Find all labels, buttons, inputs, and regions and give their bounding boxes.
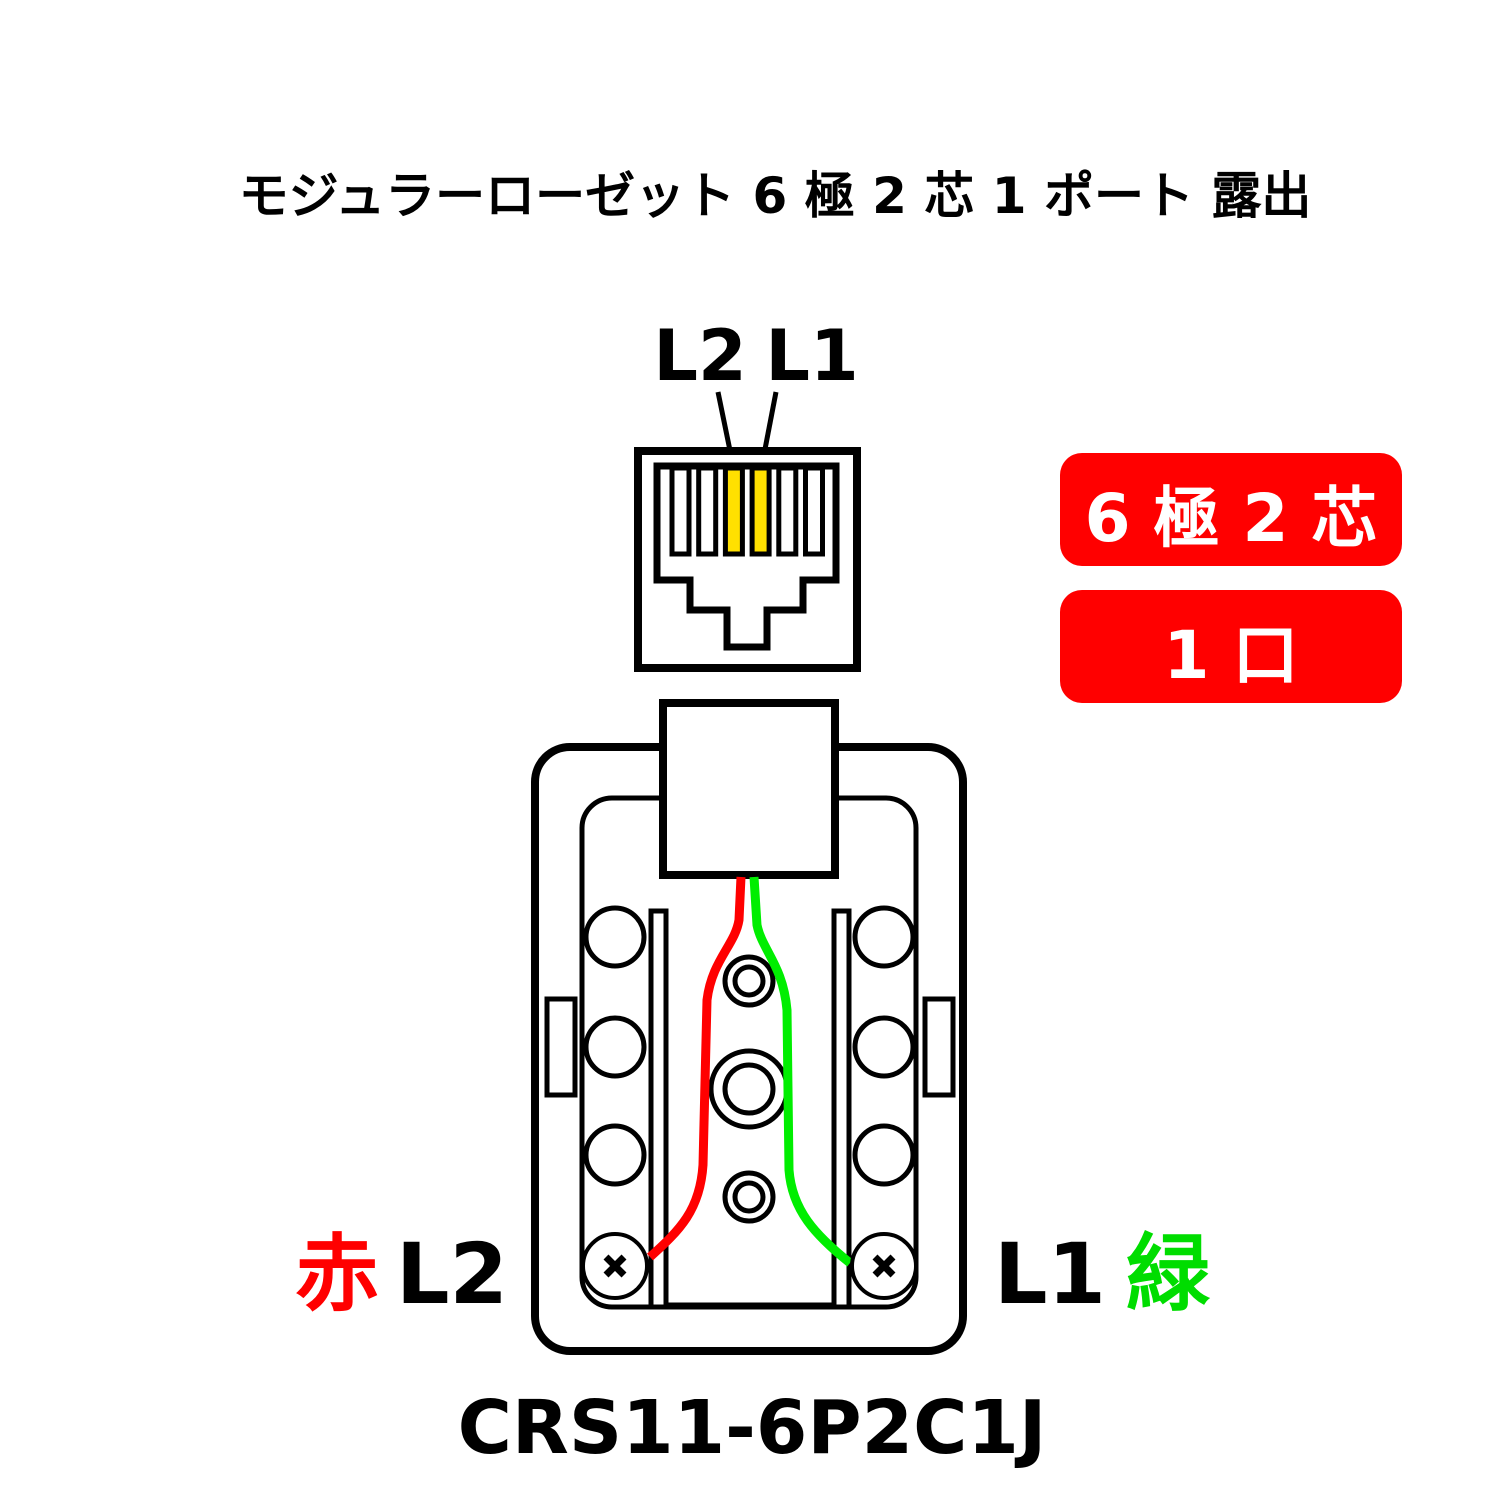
- page-title: モジュラーローゼット 6 極 2 芯 1 ポート 露出: [239, 167, 1312, 225]
- modular-jack-icon: [634, 447, 861, 672]
- wire-green-l1: [749, 876, 853, 1267]
- rosette-body-icon: [531, 699, 967, 1355]
- jack-pin-active: [722, 465, 745, 557]
- badge-label: 1 口: [1164, 617, 1299, 694]
- jack-pin: [696, 465, 719, 557]
- screw-terminal-icon: [581, 1232, 649, 1300]
- wire-red-l2: [646, 876, 746, 1261]
- screw-terminal-icon: [850, 1232, 918, 1300]
- badge-ports: 1 口: [1060, 590, 1402, 703]
- jack-label-l2: L2: [653, 315, 746, 397]
- jack-pin: [776, 465, 799, 557]
- model-number: CRS11-6P2C1J: [458, 1385, 1047, 1471]
- badge-poles-cores: 6 極 2 芯: [1060, 453, 1402, 566]
- terminal-color-red: 赤: [295, 1225, 379, 1323]
- terminal-label-l1: L1: [994, 1225, 1106, 1323]
- terminal-color-green: 緑: [1126, 1225, 1211, 1323]
- terminal-label-l2: L2: [396, 1225, 508, 1323]
- jack-label-l1: L1: [765, 315, 858, 397]
- jack-pin-active: [749, 465, 772, 557]
- jack-pin: [803, 465, 825, 557]
- badge-label: 6 極 2 芯: [1085, 480, 1378, 557]
- jack-pin: [669, 465, 692, 557]
